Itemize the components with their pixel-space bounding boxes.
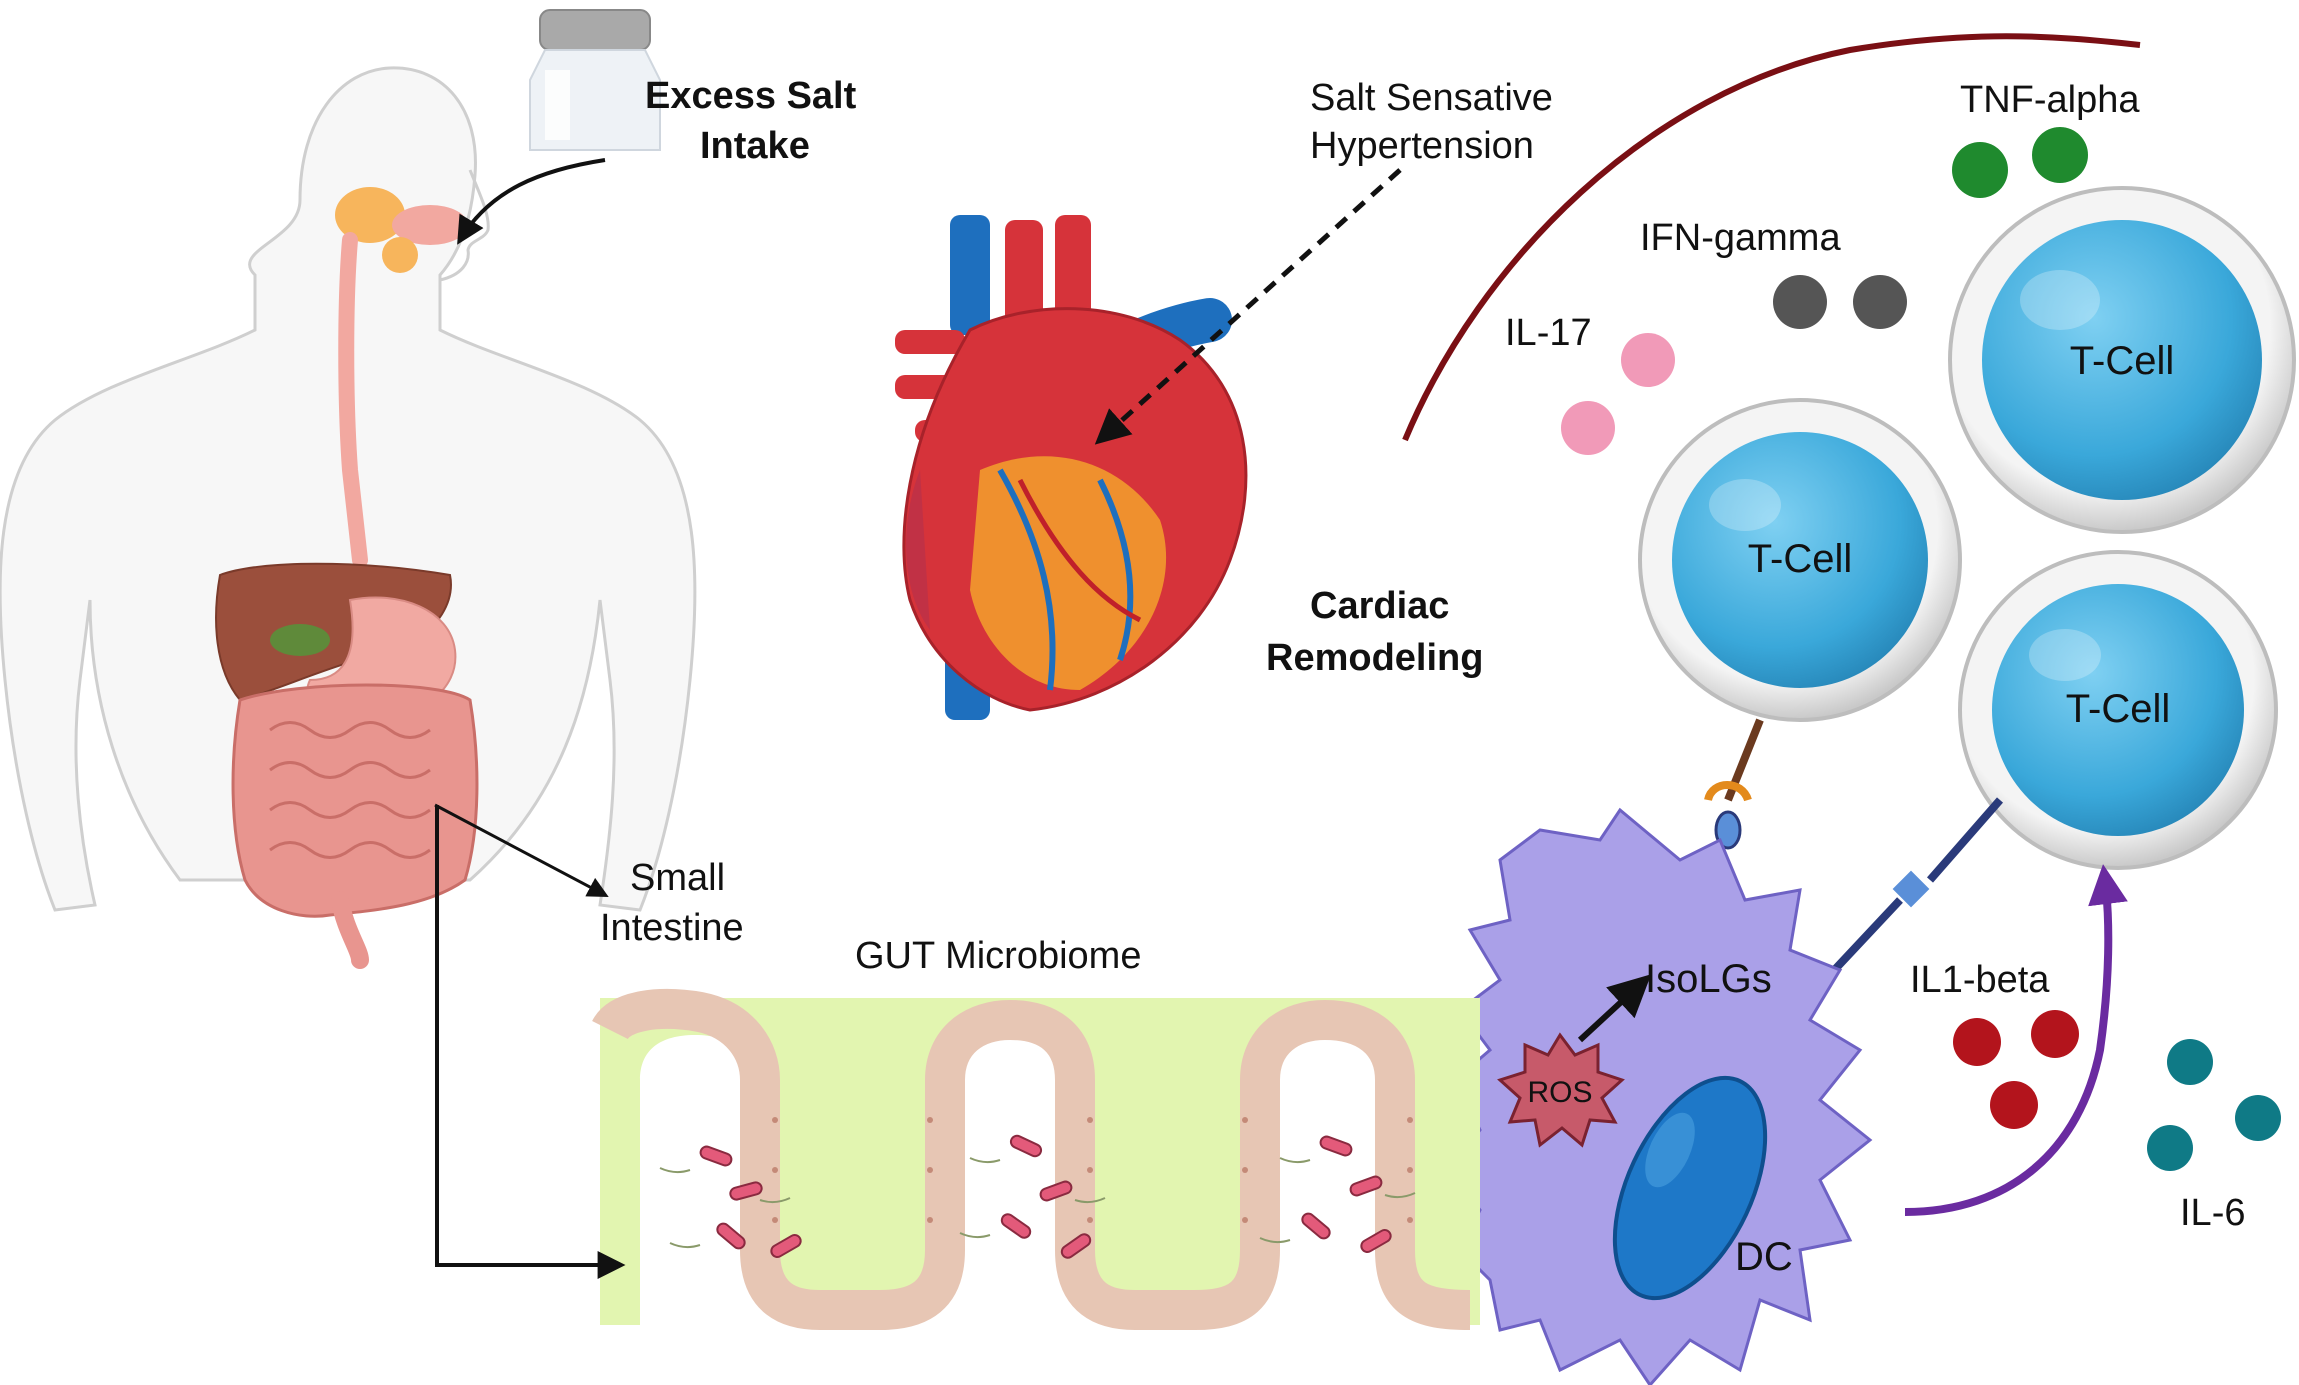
inflammation-boundary-arc <box>1402 33 2141 442</box>
dc-to-tcell-activation-arrow <box>1904 864 2128 1216</box>
il-17-molecule <box>1621 333 1675 387</box>
gut-bacteria <box>699 1134 1392 1259</box>
il-6-molecule <box>2147 1125 2193 1171</box>
rectum <box>331 891 369 969</box>
tnf-alpha-molecule <box>2032 127 2088 183</box>
excess-salt-label-line2: Intake <box>700 125 810 167</box>
cardiac-label-line1: Cardiac <box>1310 585 1449 627</box>
il1-beta-molecule <box>2031 1010 2079 1058</box>
small-intestine-coils <box>269 721 431 859</box>
ifn-gamma-label: IFN-gamma <box>1640 217 1841 259</box>
human-body-figure <box>0 66 697 969</box>
salivary-gland-small <box>382 237 418 273</box>
ifn-gamma-molecule <box>1773 275 1827 329</box>
gut-microbiome-label: GUT Microbiome <box>855 935 1141 977</box>
t-cell-label: T-Cell <box>2066 687 2170 731</box>
intestinal-epithelium <box>592 989 1471 1330</box>
salt-shaker-icon <box>529 9 661 151</box>
ros-to-isolgs-arrow <box>1577 974 1652 1043</box>
mouth-cavity <box>392 205 468 245</box>
ros-burst <box>1497 1032 1625 1148</box>
dc-nucleus <box>1612 1075 1768 1301</box>
dc-label: DC <box>1735 1235 1793 1279</box>
esophagus <box>338 232 368 568</box>
intestine-to-gut-arrow <box>435 805 626 1279</box>
tnf-alpha-label: TNF-alpha <box>1960 79 2140 121</box>
gallbladder <box>270 624 330 656</box>
small-intestine-label-line1: Small <box>630 857 725 899</box>
t-cell-label: T-Cell <box>1748 537 1852 581</box>
small-intestine-label-line2: Intestine <box>600 907 744 949</box>
large-intestine <box>231 683 479 918</box>
salt-to-mouth-arrow <box>457 158 606 245</box>
t-cell-left: T-Cell <box>1638 398 1962 722</box>
il-6-molecule <box>2235 1095 2281 1141</box>
isolgs-label: IsoLGs <box>1645 957 1772 1001</box>
il-6-molecule <box>2167 1039 2213 1085</box>
ros-label: ROS <box>1527 1076 1592 1109</box>
salt-sensitive-label-line1: Salt Sensative <box>1310 77 1553 119</box>
bacteria-flagella <box>659 1157 1416 1249</box>
epithelium-cell-dots <box>772 1117 1413 1223</box>
salt-sensitive-label-line2: Hypertension <box>1310 125 1534 167</box>
gut-villi-section <box>592 989 1480 1330</box>
il-17-molecule <box>1561 401 1615 455</box>
hypertension-to-heart-arrow <box>1094 168 1402 445</box>
il-6-label: IL-6 <box>2180 1192 2245 1234</box>
il-17-label: IL-17 <box>1505 312 1592 354</box>
intestine-to-label-arrow <box>434 803 609 897</box>
tcr-receptor-right <box>1822 797 2004 983</box>
cardiac-label-line2: Remodeling <box>1266 637 1483 679</box>
il1-beta-molecule <box>1990 1081 2038 1129</box>
t-cell-label: T-Cell <box>2070 339 2174 383</box>
t-cell-right-bottom: T-Cell <box>1958 550 2278 870</box>
t-cell-right-top: T-Cell <box>1948 186 2296 534</box>
salivary-gland <box>335 187 405 243</box>
ifn-gamma-molecule <box>1853 275 1907 329</box>
heart-illustration <box>895 215 1248 720</box>
il1-beta-molecule <box>1953 1018 2001 1066</box>
il1-beta-label: IL1-beta <box>1910 959 2050 1001</box>
tnf-alpha-molecule <box>1952 142 2008 198</box>
excess-salt-label-line1: Excess Salt <box>645 75 857 117</box>
